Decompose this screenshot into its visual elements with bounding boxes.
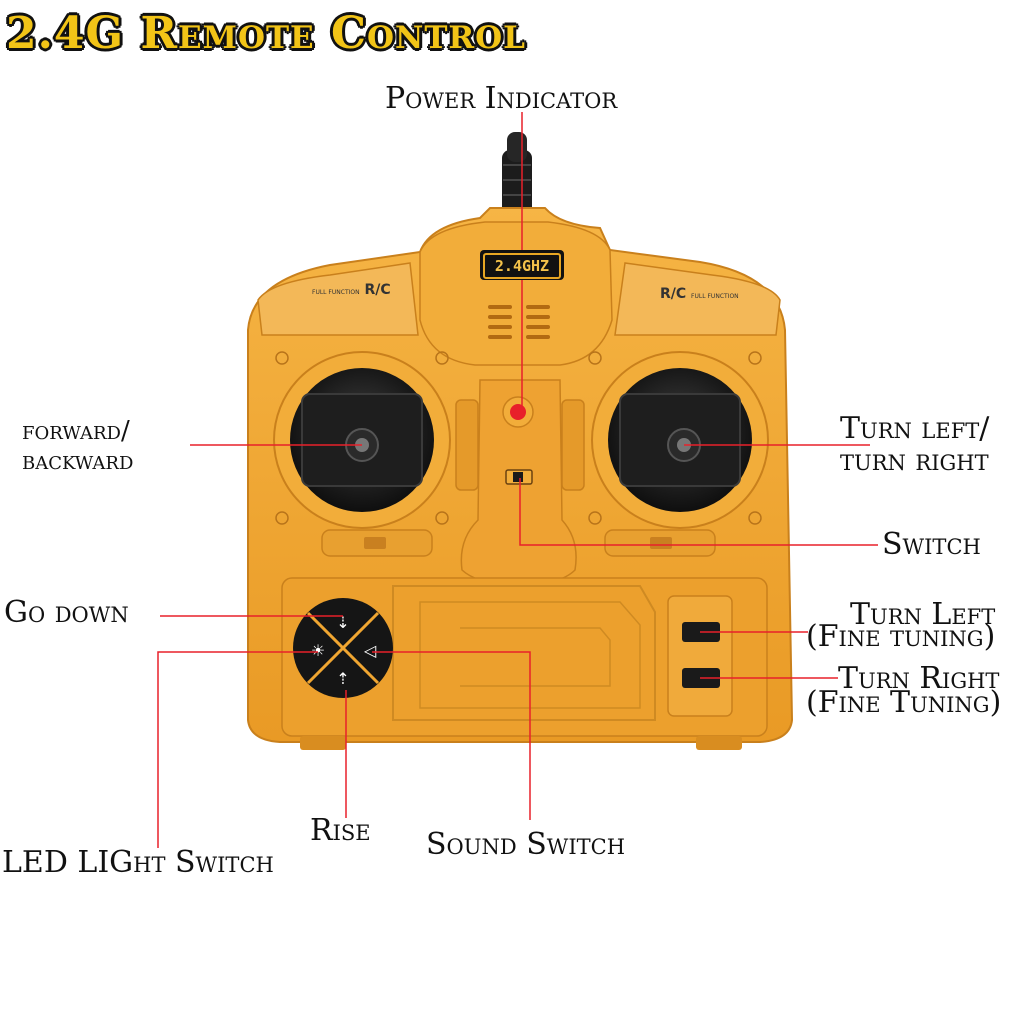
label-turn-left-fine-tuning: (Fine tuning) bbox=[806, 619, 996, 654]
frequency-label: 2.4GHZ bbox=[483, 253, 561, 279]
left-stick-well bbox=[273, 351, 451, 529]
label-led-light-switch: LED LIGht Switch bbox=[2, 845, 274, 880]
label-power-indicator: Power Indicator bbox=[385, 81, 618, 116]
label-go-down: Go down bbox=[4, 595, 129, 630]
label-turn-left: Turn left/ bbox=[840, 411, 990, 446]
label-switch: Switch bbox=[882, 527, 981, 562]
label-forward: forward/ bbox=[22, 416, 130, 446]
antenna bbox=[502, 132, 532, 220]
label-backward: backward bbox=[22, 446, 134, 476]
label-turn-right-fine: Turn Right bbox=[838, 661, 1000, 696]
label-turn-left-fine: Turn Left bbox=[850, 597, 996, 632]
power-indicator-led bbox=[510, 404, 526, 420]
speaker-icon: ◁ bbox=[363, 641, 377, 660]
right-stick-well bbox=[591, 351, 769, 529]
label-sound-switch: Sound Switch bbox=[426, 827, 626, 862]
callout-leaders bbox=[157, 112, 878, 848]
led-light-icon: ☀ bbox=[311, 641, 325, 660]
function-button-pad: ⇣ ⇡ ☀ ◁ bbox=[293, 598, 393, 698]
panel-left-label: FULL FUNCTION R/C bbox=[312, 282, 391, 298]
label-turn-right: turn right bbox=[840, 443, 989, 478]
label-turn-right-fine-tuning: (Fine Tuning) bbox=[806, 685, 1002, 720]
panel-right-label: R/C FULL FUNCTION bbox=[660, 286, 739, 302]
rise-icon: ⇡ bbox=[336, 669, 349, 688]
go-down-icon: ⇣ bbox=[336, 613, 349, 632]
frequency-badge: 2.4GHZ bbox=[480, 250, 564, 280]
label-rise: Rise bbox=[310, 813, 371, 848]
speaker-grille bbox=[488, 305, 550, 339]
page-title: 2.4G Remote Control bbox=[6, 8, 526, 59]
